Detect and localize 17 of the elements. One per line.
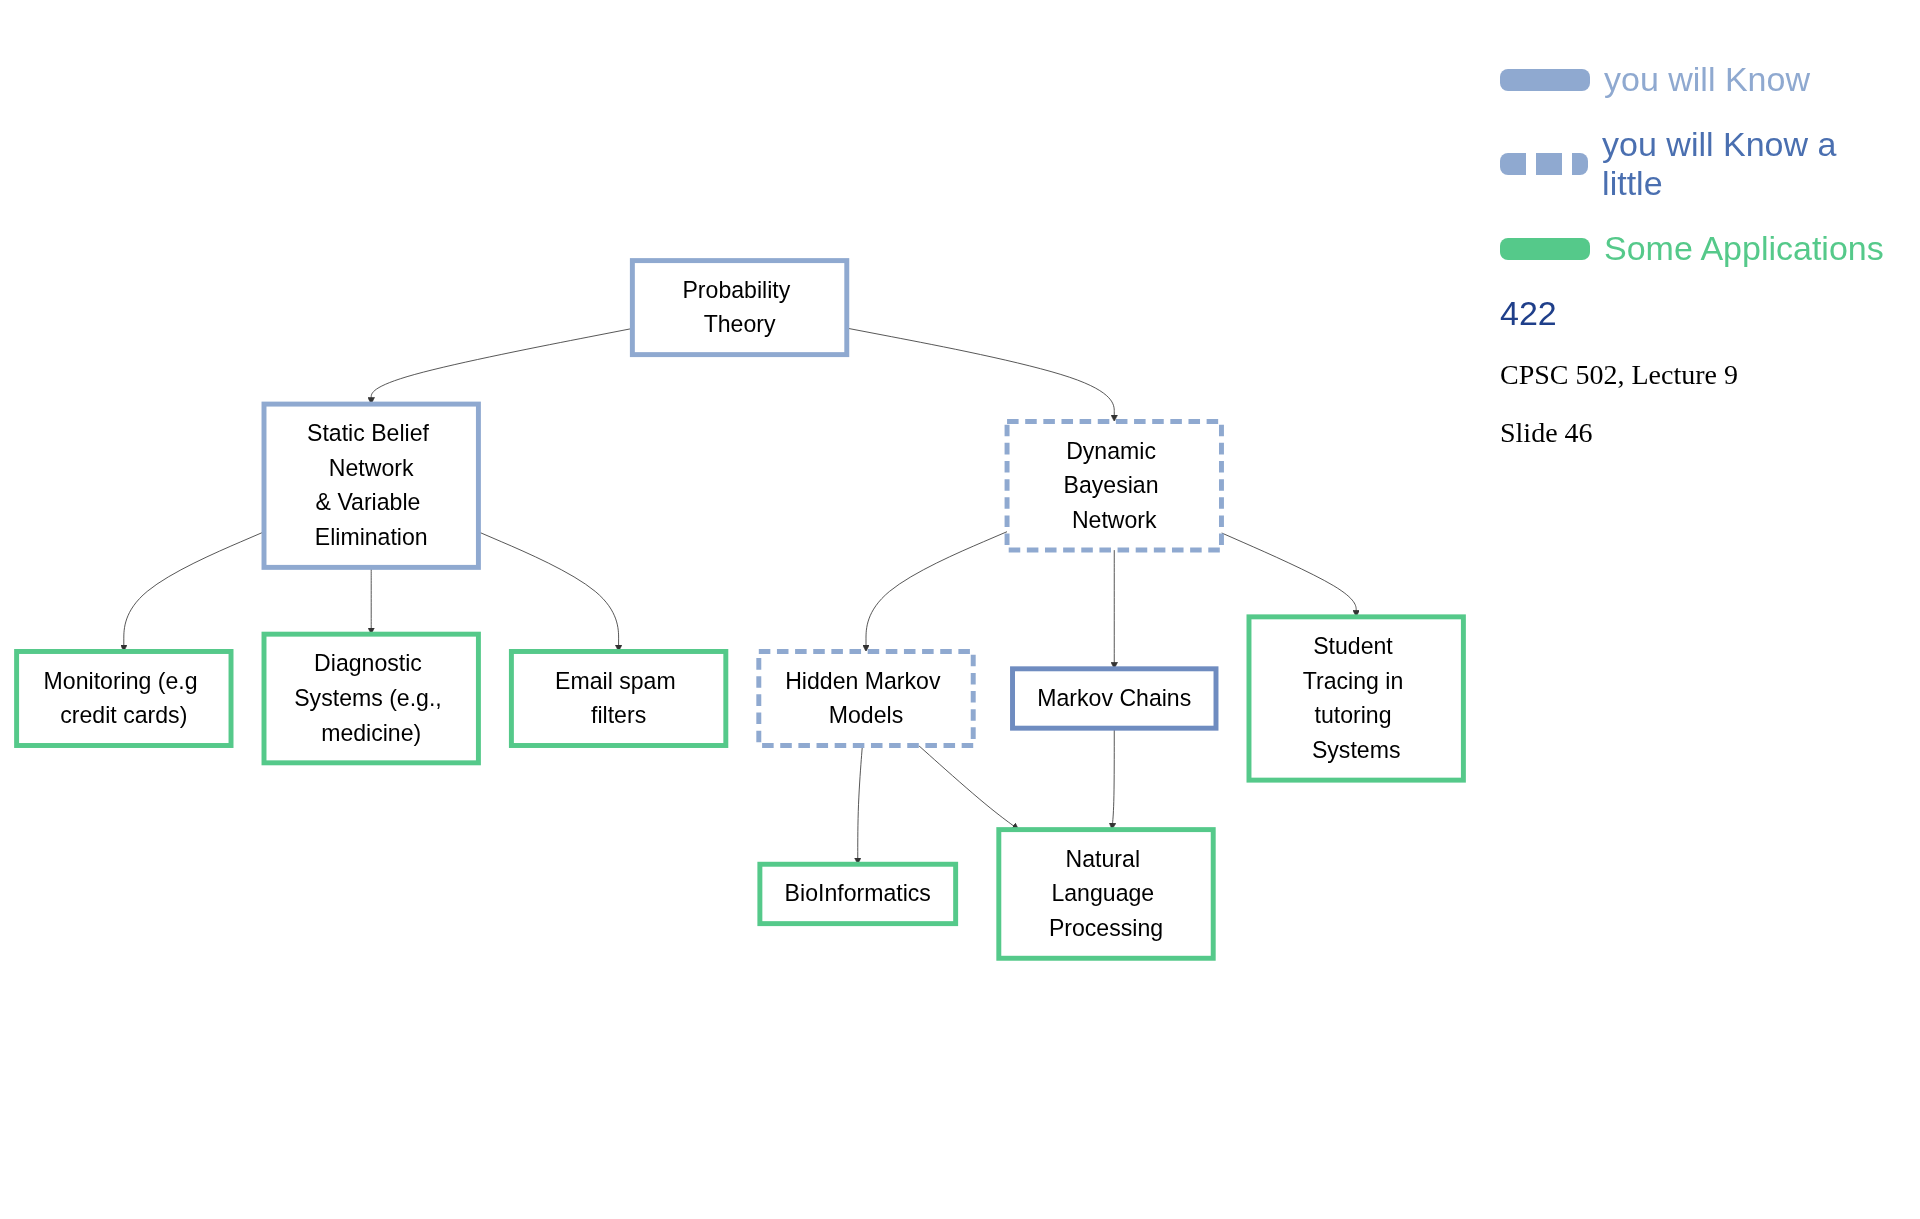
node-box: Static Belief Network & Variable Elimination (261, 401, 481, 570)
footer-text: CPSC 502, Lecture 9 (1500, 359, 1739, 391)
legend-text: you will Know a little (1602, 125, 1838, 203)
note-text: 422 (1500, 294, 1558, 333)
node-box: Hidden Markov Models (756, 649, 976, 749)
legend-text: you will Know (1604, 60, 1810, 99)
footer-text: Slide 46 (1500, 417, 1594, 449)
node-box: Diagnostic Systems (e.g., medicine) (261, 631, 481, 766)
node-box: Email spam filters (508, 649, 729, 749)
legend-text: Some Applications (1604, 229, 1884, 268)
node-box: Natural Language Processing (996, 827, 1216, 961)
node-box: BioInformatics (757, 861, 959, 927)
node-box: Student Tracing in tutoring Systems (1246, 614, 1466, 783)
node-box: Monitoring (e.g credit cards) (14, 649, 234, 749)
node-box: Markov Chains (1010, 666, 1219, 731)
node-box: Probability Theory (629, 258, 850, 358)
node-box: Dynamic Bayesian Network (1004, 419, 1224, 553)
